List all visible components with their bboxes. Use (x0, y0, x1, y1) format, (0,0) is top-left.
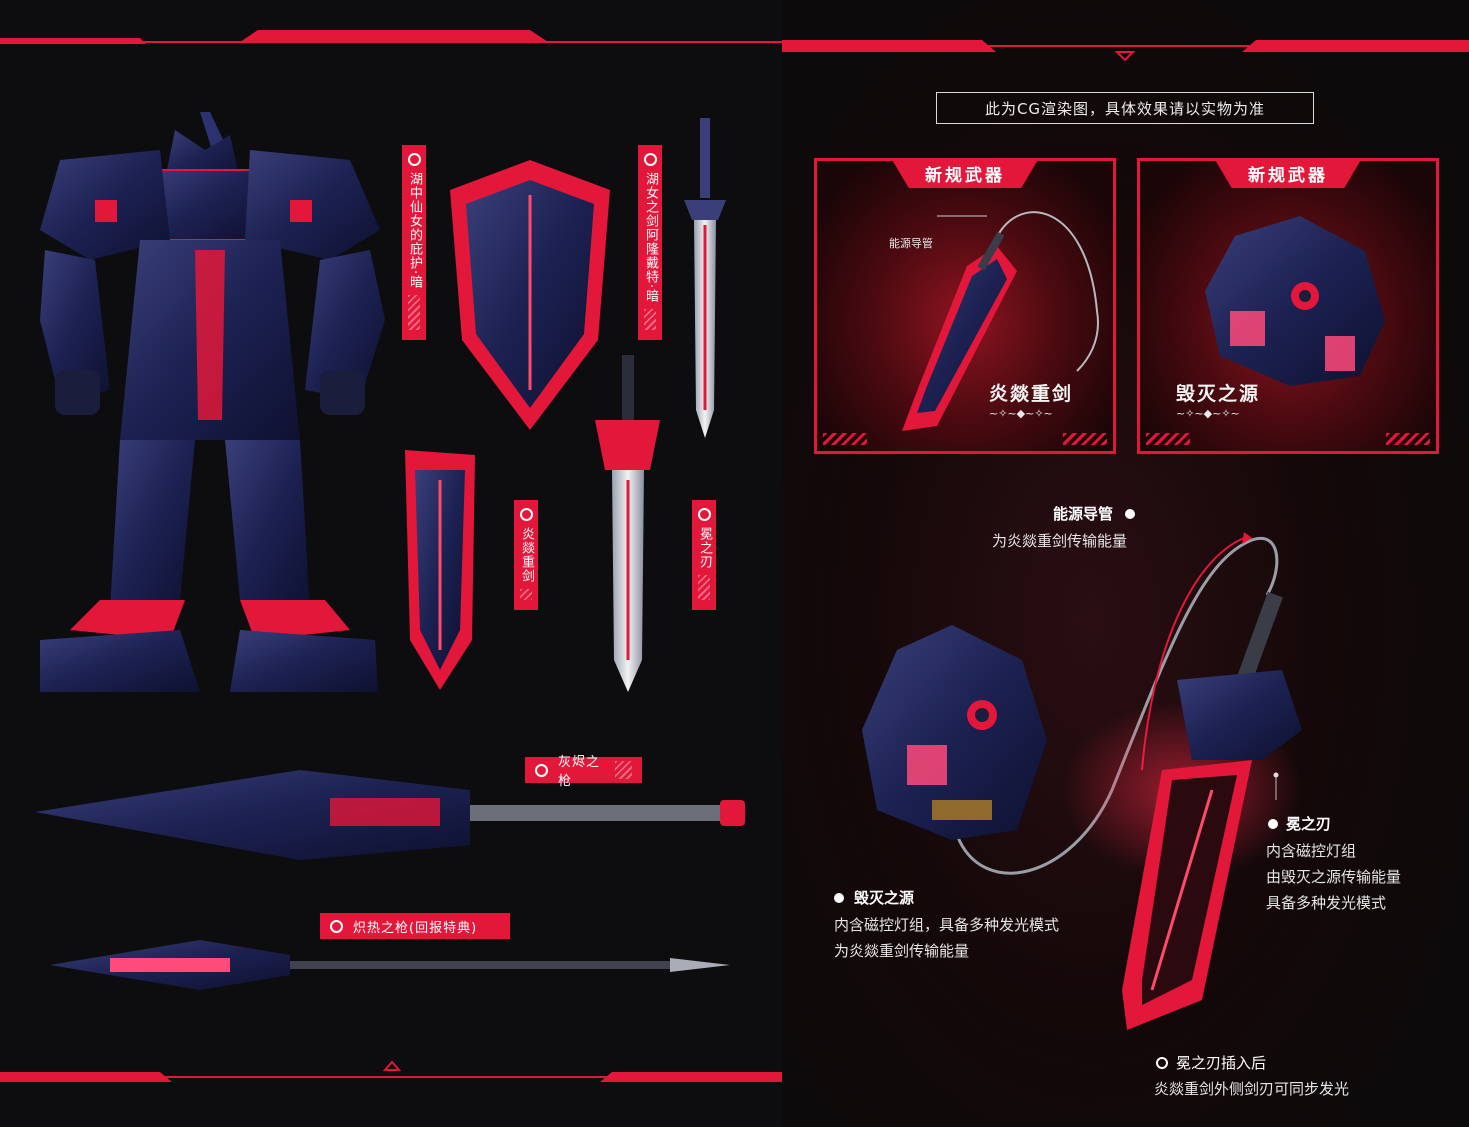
stripe-decoration (644, 309, 656, 330)
arondight-sword-artwork (684, 118, 726, 438)
stripe-decoration (1386, 433, 1430, 445)
stripe-decoration (698, 575, 710, 600)
card-destruction-source: 新规武器 毁灭之源 ~✧~◆~✧~ (1137, 158, 1439, 454)
ring-icon (407, 153, 421, 166)
stripe-decoration (823, 433, 867, 445)
right-panel: 此为CG渲染图，具体效果请以实物为准 新规武器 能源导管 炎燚重剑 ~✧~◆~✧… (782, 0, 1469, 1127)
ring-icon (330, 919, 343, 933)
blade-annotation-line: 由毁灭之源传输能量 (1266, 868, 1402, 886)
ash-spear-artwork (35, 770, 745, 860)
flame-sword-combined-artwork (1122, 591, 1302, 1030)
scorch-spear-artwork (50, 940, 730, 990)
blade-artwork (595, 355, 660, 692)
ornament-divider: ~✧~◆~✧~ (989, 407, 1053, 420)
shield-artwork (450, 160, 610, 430)
left-artwork (0, 30, 782, 1082)
card-flame-sword-art (902, 211, 1099, 431)
label-scorch-spear: 炽热之枪(回报特典) (320, 913, 510, 939)
bullet-dot-icon (834, 892, 844, 903)
bullet-dot-icon (1268, 818, 1278, 829)
bullet-dot-icon (1125, 508, 1136, 519)
source-annotation-line: 为炎燚重剑传输能量 (834, 942, 970, 960)
stripe-decoration (615, 761, 632, 779)
ring-icon (535, 763, 548, 777)
top-frame (0, 30, 782, 44)
conduit-annotation-line: 为炎燚重剑传输能量 (992, 532, 1128, 550)
insert-annotation-title: 冕之刃插入后 (1156, 1052, 1266, 1073)
right-top-frame (782, 40, 1469, 62)
ring-icon (1156, 1056, 1168, 1069)
robot-figure (40, 112, 385, 692)
label-ash-spear: 灰烬之枪 (525, 755, 642, 789)
card-name: 毁灭之源 (1176, 383, 1261, 405)
energy-conduit-cable (955, 536, 1279, 875)
label-flame-sword: 炎燚重剑 (514, 500, 538, 610)
label-blade: 冕之刃 (692, 500, 716, 610)
card-flame-sword: 新规武器 能源导管 炎燚重剑 ~✧~◆~✧~ (814, 158, 1116, 454)
card-source-art (1205, 216, 1385, 386)
ring-icon (643, 153, 657, 166)
blade-annotation-title: 冕之刃 (1268, 813, 1331, 834)
stripe-decoration (1146, 433, 1190, 445)
stripe-decoration (408, 295, 420, 330)
ornament-divider: ~✧~◆~✧~ (1176, 407, 1240, 420)
source-annotation-title: 毁灭之源 (834, 887, 914, 908)
stripe-decoration (520, 589, 532, 600)
energy-flow-arrow (1141, 537, 1245, 771)
label-arondight: 湖女之剑阿隆戴特·暗 (638, 145, 662, 340)
conduit-callout: 能源导管 (889, 237, 933, 250)
bottom-frame (0, 1060, 782, 1082)
card-tab: 新规武器 (1214, 158, 1362, 188)
card-tab: 新规武器 (891, 158, 1039, 188)
ring-icon (697, 508, 711, 521)
source-annotation-line: 内含磁控灯组，具备多种发光模式 (834, 916, 1060, 934)
ring-icon (519, 508, 533, 521)
blade-annotation-line: 具备多种发光模式 (1266, 894, 1387, 912)
flame-sword-artwork (405, 450, 475, 690)
insert-annotation-line: 炎燚重剑外侧剑刃可同步发光 (1154, 1080, 1350, 1098)
left-panel: 湖中仙女的庇护·暗 湖女之剑阿隆戴特·暗 炎燚重剑 冕之刃 灰烬之枪 炽热之枪(… (0, 30, 782, 1082)
cg-notice: 此为CG渲染图，具体效果请以实物为准 (936, 92, 1314, 124)
conduit-annotation-title: 能源导管 (1053, 503, 1136, 524)
card-name: 炎燚重剑 (989, 383, 1074, 405)
blade-annotation-line: 内含磁控灯组 (1266, 842, 1357, 860)
label-shield: 湖中仙女的庇护·暗 (402, 145, 426, 340)
destruction-source-artwork (862, 625, 1047, 840)
stripe-decoration (1063, 433, 1107, 445)
